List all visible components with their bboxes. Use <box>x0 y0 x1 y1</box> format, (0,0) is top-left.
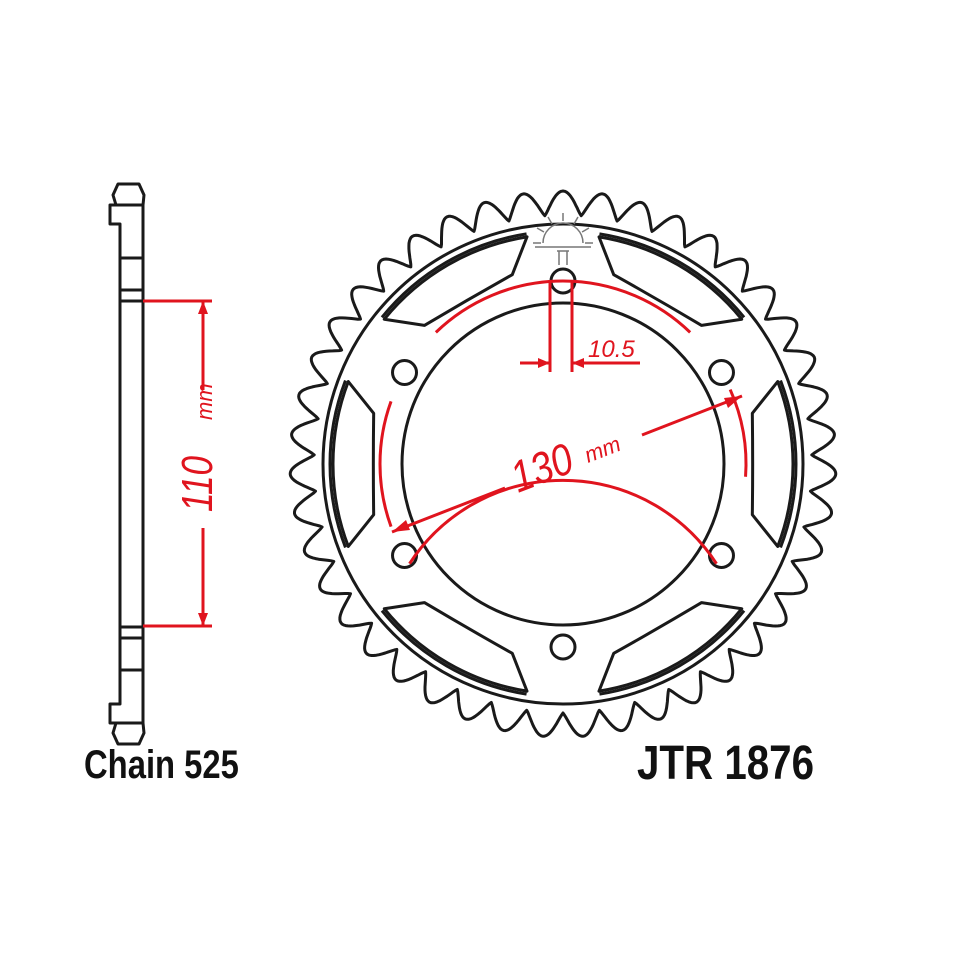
pcd-arc-top <box>434 279 692 334</box>
bolt-hole <box>549 633 577 661</box>
arrowhead <box>538 358 550 368</box>
hatched-section <box>118 625 145 640</box>
bolt-hole <box>707 359 735 386</box>
arrowhead <box>198 301 208 314</box>
pcd-arc-bottom <box>408 478 718 565</box>
sun-symbol-icon <box>533 213 593 265</box>
pcd-arc-left <box>378 400 393 528</box>
sprocket-front-view <box>288 189 838 738</box>
arrowhead <box>198 613 208 626</box>
pcd-arc-right <box>728 388 748 477</box>
lightening-cutout <box>597 235 744 327</box>
lightening-cutout <box>382 601 529 693</box>
hole-section <box>118 636 145 672</box>
lightening-cutout <box>382 235 529 327</box>
bolt-hole <box>391 542 419 569</box>
bolt-hole <box>707 542 735 569</box>
outer-ring <box>321 222 805 706</box>
bolt-hole-dimension: 10.5 <box>588 336 635 363</box>
cutout-edge-line <box>779 379 798 549</box>
arrowhead <box>392 520 410 532</box>
cutout-edge-line <box>599 232 746 319</box>
hub-plate <box>118 299 145 629</box>
pcd-dimension-line-right <box>641 394 743 437</box>
center-bore <box>400 301 726 627</box>
tooth-profile <box>111 721 146 746</box>
chain-label: Chain 525 <box>84 742 239 787</box>
tooth-profile <box>111 182 146 207</box>
dimension-lines <box>143 279 748 628</box>
hole-section <box>118 256 145 292</box>
cutout-edge-line <box>599 609 746 696</box>
bolt-hole <box>391 359 419 386</box>
cutout-edge-line <box>380 609 527 696</box>
arrowhead <box>724 396 742 408</box>
offset-dimension-value: 110 <box>173 456 222 512</box>
hatched-section <box>118 288 145 303</box>
hatched-section <box>108 203 145 260</box>
pcd-dimension-unit: mm <box>581 431 624 467</box>
hatched-section <box>108 668 145 725</box>
lightening-cutout <box>597 601 744 693</box>
arrowhead <box>572 358 584 368</box>
offset-dimension-unit: mm <box>192 383 217 420</box>
cutout-edge-line <box>380 232 527 319</box>
sprocket-teeth <box>288 189 838 738</box>
sprocket-side-view <box>108 182 146 746</box>
pcd-dimension-line-left <box>391 486 506 534</box>
lightening-cutout <box>331 380 376 548</box>
lightening-cutout <box>750 380 795 548</box>
pcd-dimension-value: 130 <box>504 433 580 502</box>
part-number: JTR 1876 <box>637 737 814 790</box>
cutout-edge-line <box>328 379 347 549</box>
